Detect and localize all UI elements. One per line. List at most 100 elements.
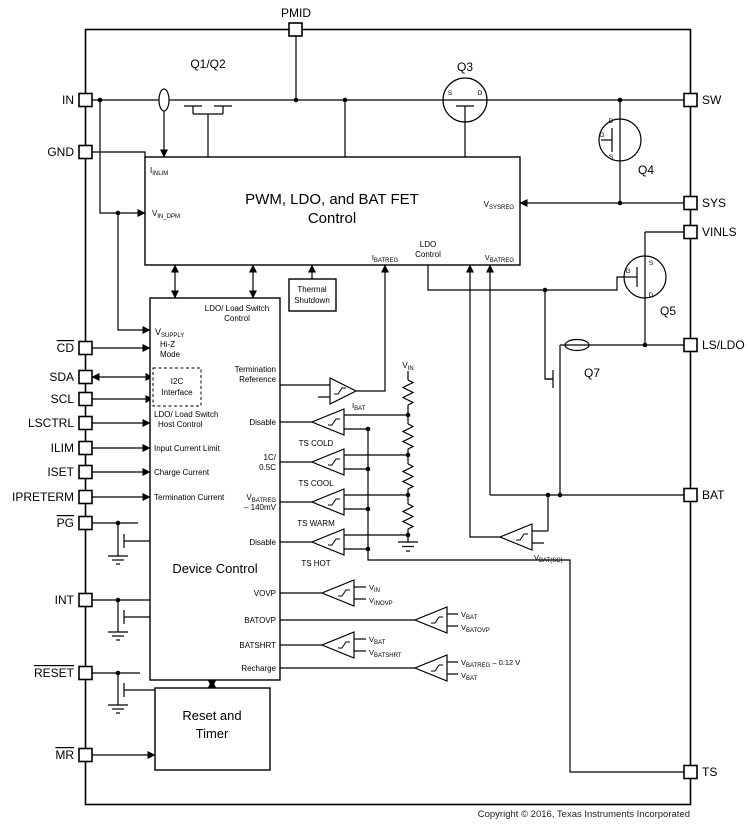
pin-reset bbox=[78, 665, 93, 681]
pin-label-sda: SDA bbox=[49, 370, 74, 384]
batshrt-label: BATSHRT bbox=[239, 641, 276, 650]
disable-hot-label: Disable bbox=[249, 538, 276, 547]
device-control-title: Device Control bbox=[172, 561, 257, 576]
comparators bbox=[310, 377, 533, 682]
termination-comparator bbox=[329, 377, 358, 405]
pin-label-mr: MR bbox=[55, 748, 74, 762]
int-output-fet bbox=[108, 600, 150, 641]
thermal-shutdown-line2: Shutdown bbox=[294, 296, 330, 305]
ts-warm-comparator bbox=[310, 488, 345, 516]
vbatreg140-label-line1: VBATREG bbox=[246, 493, 276, 504]
ts-hot-label: TS HOT bbox=[301, 559, 330, 568]
q4-label: Q4 bbox=[638, 163, 654, 177]
ts-hot-comparator bbox=[310, 528, 345, 556]
pin-label-int: INT bbox=[55, 593, 75, 607]
charge-current-label: Charge Current bbox=[154, 468, 210, 477]
resistor-4 bbox=[401, 503, 415, 530]
vbat-input-label-ovp: VBAT bbox=[461, 610, 478, 621]
resistor-3 bbox=[401, 463, 415, 490]
vovp-label: VOVP bbox=[254, 589, 276, 598]
q5-label: Q5 bbox=[660, 304, 676, 318]
pin-iset bbox=[78, 464, 93, 480]
reset-timer-line2: Timer bbox=[196, 726, 229, 741]
pin-sda bbox=[78, 369, 93, 385]
host-control-label-line2: Host Control bbox=[158, 420, 203, 429]
recharge-comparator bbox=[413, 654, 448, 682]
lsldo-current-sense-ellipse bbox=[564, 338, 590, 352]
q5-drain-label: D bbox=[649, 292, 654, 299]
q3-drain-label: D bbox=[478, 90, 483, 97]
pin-lsctrl bbox=[78, 415, 93, 431]
pwm-internal-labels: IINLIM VIN_DPM VSYSREG LDO Control IBATR… bbox=[150, 166, 514, 264]
input-current-limit-label: Input Current Limit bbox=[154, 444, 221, 453]
host-control-label-line1: LDO/ Load Switch bbox=[154, 410, 218, 419]
pin-label-pg: PG bbox=[57, 516, 74, 530]
vin-ladder-label: VIN bbox=[402, 361, 413, 372]
vinovp-input-label: VINOVP bbox=[369, 596, 393, 607]
vbat-input-label-shrt: VBAT bbox=[369, 635, 386, 646]
vindpm-label: VIN_DPM bbox=[152, 209, 180, 220]
pin-label-scl: SCL bbox=[51, 392, 75, 406]
ls-control-label-line1: LDO/ Load Switch bbox=[205, 304, 269, 313]
thermal-shutdown-line1: Thermal bbox=[297, 285, 327, 294]
q3-source-label: S bbox=[448, 90, 453, 97]
c-rate-label-line1: 1C/ bbox=[264, 453, 277, 462]
pin-gnd bbox=[78, 144, 93, 160]
termination-current-label: Termination Current bbox=[154, 493, 225, 502]
thermal-shutdown-block bbox=[288, 278, 337, 312]
pin-label-iset: ISET bbox=[47, 465, 74, 479]
pwm-block-title-line1: PWM, LDO, and BAT FET bbox=[245, 191, 419, 208]
vbatshrt-input-label: VBATSHRT bbox=[369, 648, 402, 659]
vbatsc-label: VBAT(SC) bbox=[534, 553, 563, 564]
pin-label-pmid: PMID bbox=[281, 6, 311, 20]
resistor-1 bbox=[401, 379, 415, 406]
pin-ts bbox=[683, 764, 698, 780]
pin-mr bbox=[78, 747, 93, 763]
q4-gate-label: G bbox=[599, 132, 604, 139]
ibatreg-label: IBATREG bbox=[372, 253, 399, 264]
transistors: Q1/Q2 Q3 S D Q4 D G S Q5 S G D bbox=[108, 57, 676, 714]
c-rate-label-line2: 0.5C bbox=[259, 463, 276, 472]
vsysreg-label: VSYSREG bbox=[484, 200, 515, 211]
copyright-text: Copyright © 2016, Texas Instruments Inco… bbox=[478, 809, 690, 820]
vovp-comparator bbox=[320, 579, 355, 607]
pin-pmid bbox=[288, 22, 303, 37]
pin-int bbox=[78, 592, 93, 608]
q5-gate-label: G bbox=[625, 268, 630, 275]
pin-label-sw: SW bbox=[702, 93, 722, 107]
batshrt-comparator bbox=[320, 631, 355, 659]
wires bbox=[92, 36, 684, 773]
pin-label-gnd: GND bbox=[47, 145, 74, 159]
arrow-wires bbox=[91, 100, 684, 759]
q7-transistor bbox=[545, 370, 554, 388]
pin-label-ts: TS bbox=[702, 765, 717, 779]
vbat-input-label-recharge: VBAT bbox=[461, 671, 478, 682]
q5-source-label: S bbox=[649, 260, 654, 267]
ldo-control-label-line2: Control bbox=[415, 250, 441, 259]
q1q2-label: Q1/Q2 bbox=[190, 57, 226, 71]
pin-pg bbox=[78, 515, 93, 531]
ts-pin-route bbox=[367, 429, 684, 773]
pin-label-lsctrl: LSCTRL bbox=[28, 416, 74, 430]
resistor-2 bbox=[401, 423, 415, 450]
q3-label: Q3 bbox=[457, 60, 473, 74]
pin-label-vinls: VINLS bbox=[702, 225, 737, 239]
disable-cold-label: Disable bbox=[249, 418, 276, 427]
pwm-control-block bbox=[144, 156, 521, 266]
pin-in bbox=[78, 92, 93, 108]
vbatreg-label: VBATREG bbox=[485, 253, 515, 264]
ls-control-label-line2: Control bbox=[224, 314, 250, 323]
q5-transistor bbox=[623, 255, 667, 299]
pin-ilim bbox=[78, 440, 93, 456]
pin-bat bbox=[683, 487, 698, 503]
pins: PMID IN GND CD SDA SCL LSCTRL ILIM ISET … bbox=[12, 6, 745, 780]
i2c-line2: Interface bbox=[161, 388, 193, 397]
reset-output-fet bbox=[108, 673, 155, 714]
ts-cool-comparator bbox=[310, 448, 345, 476]
pin-label-ilim: ILIM bbox=[51, 441, 74, 455]
batovp-comparator bbox=[413, 606, 448, 634]
i2c-line1: I2C bbox=[171, 377, 184, 386]
vsupply-label: VSUPPLY bbox=[155, 327, 184, 339]
